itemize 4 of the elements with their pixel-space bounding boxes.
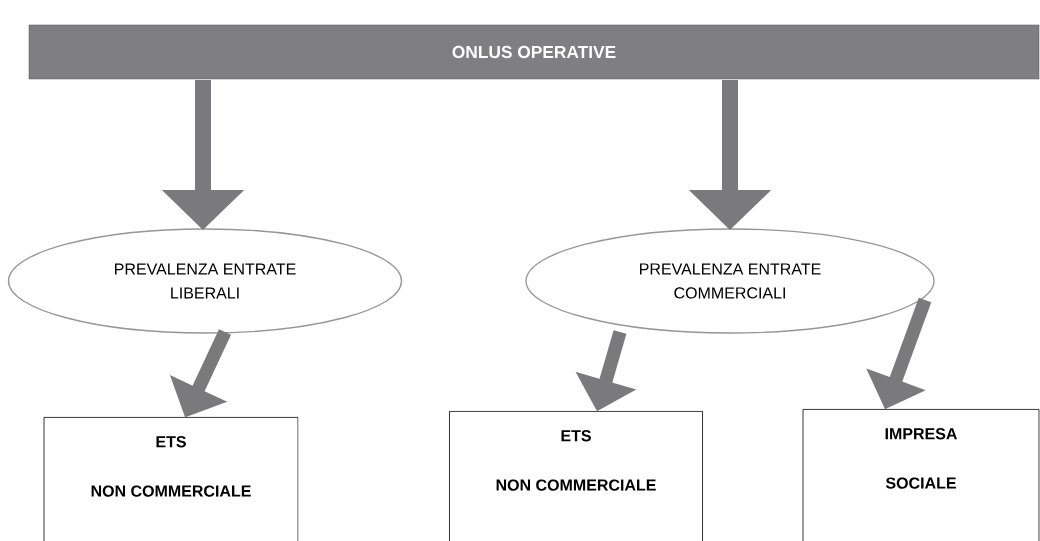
text-box: IMPRESA SOCIALE <box>802 409 1040 541</box>
text-box: ETS NON COMMERCIALE <box>449 411 703 541</box>
header-bar: ONLUS OPERATIVE <box>28 24 1040 80</box>
text-box: ETS NON COMMERCIALE <box>43 417 299 541</box>
